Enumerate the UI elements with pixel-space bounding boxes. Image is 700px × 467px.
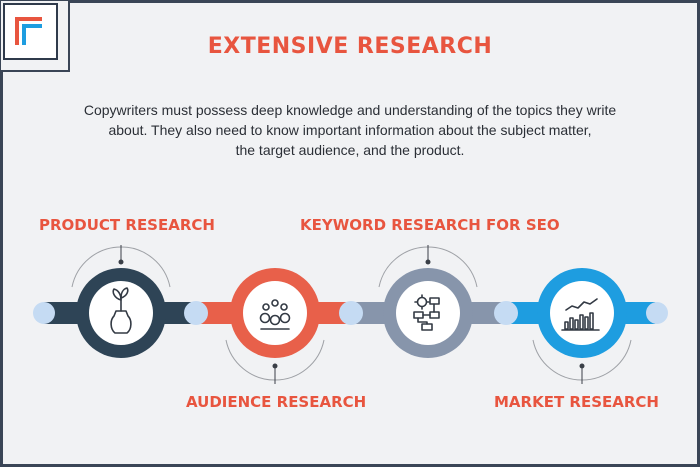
connector-dot-2 bbox=[339, 301, 363, 325]
tick-dot-market bbox=[579, 363, 585, 369]
connector-dot-3 bbox=[494, 301, 518, 325]
tick-dot-audience bbox=[272, 363, 278, 369]
description-line: Copywriters must possess deep knowledge … bbox=[83, 102, 617, 118]
step-label-market-research: MARKET RESEARCH bbox=[494, 393, 659, 411]
step-label-keyword-research: KEYWORD RESEARCH FOR SEO bbox=[300, 216, 560, 234]
bar-chart-icon bbox=[561, 298, 600, 331]
step-disk-audience bbox=[243, 281, 307, 345]
connector-dot-1 bbox=[184, 301, 208, 325]
description-line: about. They also need to know important … bbox=[108, 122, 592, 138]
step-disk-keyword bbox=[396, 281, 460, 345]
step-label-product-research: PRODUCT RESEARCH bbox=[39, 216, 215, 234]
tick-dot-keyword bbox=[425, 259, 431, 265]
step-disk-market bbox=[550, 281, 614, 345]
connector-dot-start bbox=[33, 302, 55, 324]
page-title: EXTENSIVE RESEARCH bbox=[207, 34, 493, 59]
flowchart-gear-icon bbox=[413, 294, 440, 331]
audience-group-icon bbox=[259, 299, 291, 330]
frame-top bbox=[70, 0, 700, 3]
frame-bottom bbox=[0, 464, 700, 467]
tick-dot-product bbox=[118, 259, 124, 265]
brand-logo bbox=[3, 3, 58, 60]
frame-right bbox=[697, 0, 700, 467]
frame-left bbox=[0, 72, 3, 467]
step-disk-product bbox=[89, 281, 153, 345]
notch-right-edge bbox=[68, 0, 70, 72]
description: Copywriters must possess deep knowledge … bbox=[30, 100, 670, 160]
step-label-audience-research: AUDIENCE RESEARCH bbox=[186, 393, 367, 411]
plant-jar-icon bbox=[110, 287, 132, 334]
connector-dot-end bbox=[646, 302, 668, 324]
notch-bottom-edge bbox=[0, 70, 70, 72]
description-line: the target audience, and the product. bbox=[235, 142, 465, 158]
